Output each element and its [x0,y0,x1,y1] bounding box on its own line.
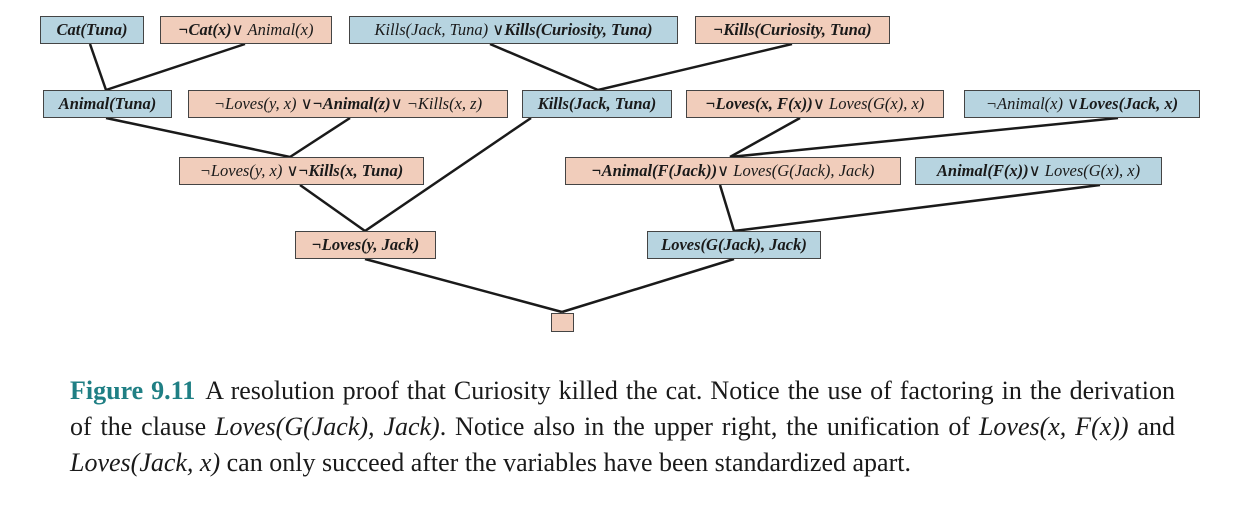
clause-cat-implies-animal: ¬Cat(x) ∨ Animal(x) [160,16,332,44]
caption-text: A resolution proof that Curiosity killed… [70,376,1176,441]
edge-notlovesy-loves [299,183,366,233]
clause-loves-g-jack: Loves(G(Jack), Jack) [647,231,821,259]
caption-text: and [1128,412,1175,441]
clause-not-animal-f-jack: ¬Animal(F(Jack)) ∨ Loves(G(Jack), Jack) [565,157,901,185]
edge-notkills-kills [597,42,793,92]
edge-animal-loves-jack [729,116,1119,159]
edge-implies-animal [105,42,246,92]
clause-kills-jack-or-curiosity: Kills(Jack, Tuna) ∨ Kills(Curiosity, Tun… [349,16,678,44]
edge-cat-animal [88,43,108,91]
proof-edges [88,42,1119,314]
caption-term: Loves(G(Jack), Jack) [215,412,440,441]
edge-animalf-loves [733,183,1101,233]
edge-loves-f-animal [729,116,801,159]
caption-term: Loves(Jack, x) [70,448,221,477]
resolution-proof-diagram: Cat(Tuna) ¬Cat(x) ∨ Animal(x) Kills(Jack… [40,16,1200,332]
empty-clause-box [551,313,574,332]
edge-kills-or-kills [489,42,599,92]
edge-killsjack-loves [364,116,532,233]
edge-notanimal-loves [718,184,736,232]
clause-not-loves-y-jack: ¬Loves(y, Jack) [295,231,436,259]
caption-text: . Notice also in the upper right, the un… [439,412,979,441]
clause-animal-loves-jack: ¬Animal(x) ∨ Loves(Jack, x) [964,90,1200,118]
caption-text: can only succeed after the variables hav… [220,448,911,477]
clause-not-loves-not-kills: ¬Loves(y, x) ∨ ¬Kills(x, Tuna) [179,157,424,185]
caption-term: Loves(x, F(x)) [978,412,1129,441]
clause-loves-animal-kills: ¬Loves(y, x) ∨ ¬Animal(z) ∨ ¬Kills(x, z) [188,90,508,118]
clause-kills-jack-tuna: Kills(Jack, Tuna) [522,90,672,118]
figure-label: Figure 9.11 [70,376,196,405]
clause-animal-tuna: Animal(Tuna) [43,90,172,118]
clause-cat-tuna: Cat(Tuna) [40,16,144,44]
clause-not-loves-f: ¬Loves(x, F(x)) ∨ Loves(G(x), x) [686,90,944,118]
clause-animal-f-loves-g: Animal(F(x)) ∨ Loves(G(x), x) [915,157,1162,185]
edge-loves-empty [561,257,735,314]
edge-notloves-empty [364,257,563,314]
edge-loves-animal-factor [289,116,351,159]
edge-animal-factor [105,116,291,159]
clause-not-kills-curiosity: ¬Kills(Curiosity, Tuna) [695,16,890,44]
